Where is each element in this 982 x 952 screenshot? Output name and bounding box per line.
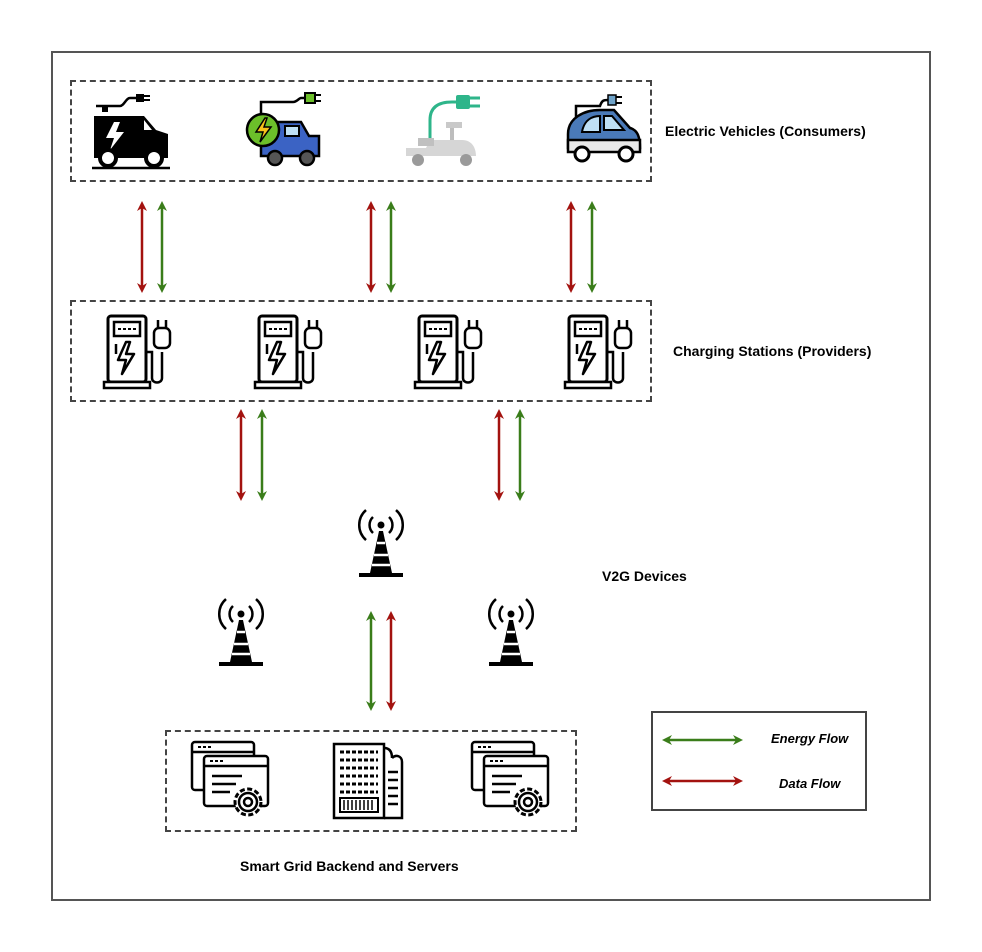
charging-station-icon <box>413 314 483 390</box>
cell-tower-icon <box>217 598 265 666</box>
cell-tower-icon <box>357 509 405 577</box>
legend-data-label: Data Flow <box>779 776 841 791</box>
ev-car-icon <box>245 92 321 167</box>
legend: Energy Flow Data Flow <box>651 711 867 811</box>
electric-scooter-icon <box>406 95 480 166</box>
server-rack-icon <box>332 742 404 820</box>
legend-energy-label: Energy Flow <box>771 731 849 746</box>
web-server-settings-icon <box>470 740 550 817</box>
stations-label: Charging Stations (Providers) <box>673 343 872 359</box>
ev-van-icon <box>92 94 170 170</box>
backend-group <box>165 730 577 832</box>
diagram-frame <box>51 51 931 901</box>
cell-tower-icon <box>487 598 535 666</box>
vehicles-group <box>70 80 652 182</box>
stations-group <box>70 300 652 402</box>
v2g-label: V2G Devices <box>602 568 687 584</box>
charging-station-icon <box>102 314 172 390</box>
charging-station-icon <box>253 314 323 390</box>
vehicles-label: Electric Vehicles (Consumers) <box>665 123 866 139</box>
web-server-settings-icon <box>190 740 270 817</box>
ev-microcar-icon <box>566 94 642 163</box>
backend-label: Smart Grid Backend and Servers <box>240 858 459 874</box>
charging-station-icon <box>563 314 633 390</box>
